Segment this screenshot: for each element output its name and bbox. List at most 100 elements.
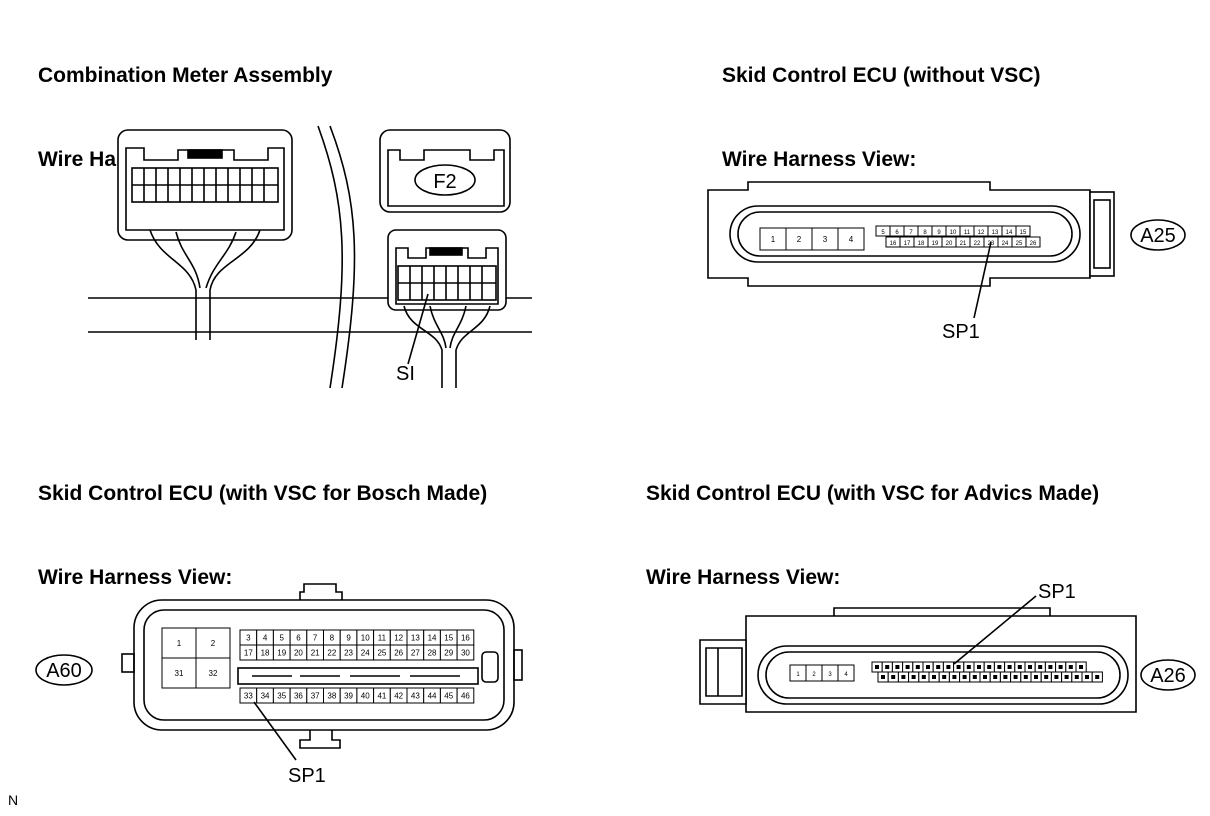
pin-number: 7 (313, 634, 318, 643)
pin-number: 8 (330, 634, 335, 643)
pin-number: 30 (461, 649, 470, 658)
pin-mark (962, 675, 967, 679)
pin-number: 34 (261, 692, 270, 701)
pin-mark (952, 675, 957, 679)
pin-mark (926, 665, 930, 669)
pin-mark (1007, 665, 1012, 669)
pin-number: 13 (992, 230, 999, 236)
pin-number: 9 (937, 230, 941, 236)
pin-mark (1038, 665, 1043, 669)
pin-number: 22 (974, 241, 981, 247)
pin-mark (1048, 665, 1053, 669)
pin-cell (837, 664, 855, 682)
pin-number: 4 (849, 235, 854, 244)
pin-mark (1013, 675, 1018, 679)
pin-number: 1 (771, 235, 776, 244)
pin-mark (1079, 665, 1083, 669)
meter-f2-connector: F2 (379, 129, 511, 213)
pin-number: 25 (1016, 241, 1023, 247)
connector-tag-a60: A60 (46, 660, 82, 682)
pin-number: 19 (932, 241, 939, 247)
pin-cell (837, 227, 865, 251)
pin-number: 17 (244, 649, 253, 658)
pin-number: 6 (895, 230, 899, 236)
pin-number: 10 (950, 230, 957, 236)
pin-number: 21 (311, 649, 320, 658)
pin-number: 4 (844, 672, 848, 678)
skid-bosch-title-block: Skid Control ECU (with VSC for Bosch Mad… (38, 424, 487, 620)
pin-mark (1023, 675, 1028, 679)
pin-number: 14 (428, 634, 437, 643)
skid-without-vsc-title-block: Skid Control ECU (without VSC) Wire Harn… (722, 6, 1040, 202)
pin-mark (936, 665, 941, 669)
pin-number: 19 (277, 649, 286, 658)
pin-number: 17 (904, 241, 911, 247)
pin-number: 23 (344, 649, 353, 658)
pin-number: 15 (444, 634, 453, 643)
pin-number: 41 (377, 692, 386, 701)
pin-number: 18 (261, 649, 270, 658)
skid-without-vsc-subtitle: Wire Harness View: (722, 148, 917, 171)
combination-meter-title: Combination Meter Assembly (38, 64, 333, 87)
pin-number: 2 (812, 672, 816, 678)
pin-mark (942, 675, 947, 679)
skid-advics-title: Skid Control ECU (with VSC for Advics Ma… (646, 482, 1100, 505)
pin-number: 12 (394, 634, 403, 643)
pin-number: 16 (461, 634, 470, 643)
combination-meter-illustration: F2 SI (88, 125, 532, 389)
a26-pin-rows (871, 661, 1103, 683)
pin-number: 36 (294, 692, 303, 701)
pin-mark (881, 675, 885, 679)
pin-number: 4 (263, 634, 268, 643)
pin-number: 6 (296, 634, 301, 643)
pin-number: 29 (444, 649, 453, 658)
pin-label-sp1-a60: SP1 (288, 765, 326, 787)
skid-advics-subtitle: Wire Harness View: (646, 566, 841, 589)
pin-mark (956, 665, 961, 669)
pin-mark (875, 665, 879, 669)
pin-number: 18 (918, 241, 925, 247)
pin-label-si: SI (396, 363, 415, 385)
pin-number: 32 (209, 669, 218, 678)
pin-cell (456, 687, 475, 704)
pin-number: 7 (909, 230, 913, 236)
pin-number: 24 (361, 649, 370, 658)
pin-number: 45 (444, 692, 453, 701)
pin-number: 33 (244, 692, 253, 701)
pin-mark (966, 665, 971, 669)
pin-number: 28 (428, 649, 437, 658)
pin-mark (901, 675, 906, 679)
pin-number: 2 (211, 639, 216, 648)
pin-number: 43 (411, 692, 420, 701)
pin-number: 26 (1030, 241, 1037, 247)
pin-mark (1028, 665, 1032, 669)
pin-mark (1044, 675, 1049, 679)
connector-tag-a26: A26 (1150, 665, 1186, 687)
pin-number: 40 (361, 692, 370, 701)
pin-number: 15 (1020, 230, 1027, 236)
pin-number: 39 (344, 692, 353, 701)
connector-tag-f2: F2 (433, 171, 456, 193)
pin-number: 16 (890, 241, 897, 247)
pin-label-sp1-a25: SP1 (942, 321, 980, 343)
pin-mark (987, 665, 992, 669)
pin-number: 8 (923, 230, 927, 236)
pin-number: 31 (175, 669, 184, 678)
pin-number: 26 (394, 649, 403, 658)
pin-number: 20 (946, 241, 953, 247)
pin-number: 35 (277, 692, 286, 701)
footer-code: N (8, 792, 19, 808)
pin-number: 22 (327, 649, 336, 658)
pin-mark (1068, 665, 1073, 669)
pin-number: 46 (461, 692, 470, 701)
